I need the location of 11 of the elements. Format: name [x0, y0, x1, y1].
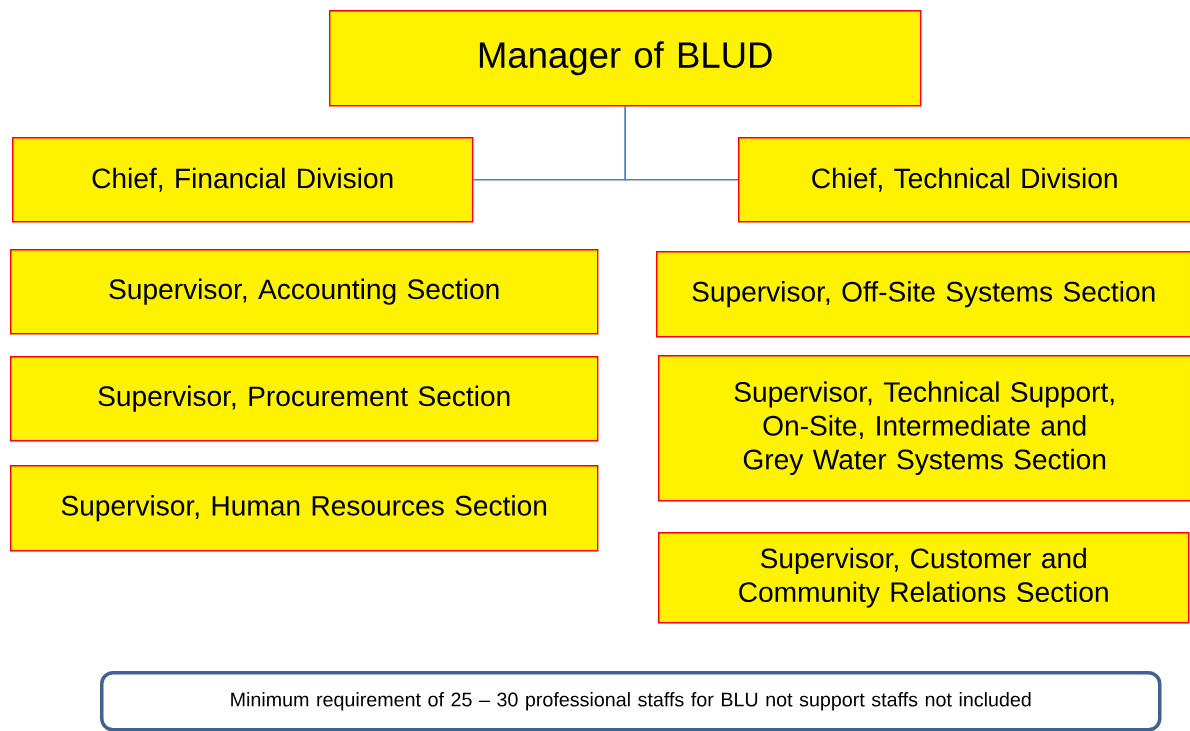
org-chart-box: Supervisor, Procurement Section	[10, 356, 599, 442]
org-chart-box: Supervisor, Accounting Section	[10, 249, 599, 335]
note-box: Minimum requirement of 25 – 30 professional staffs for BLU not support staffs not included	[100, 671, 1162, 731]
org-chart-box: Chief, Financial Division	[12, 137, 474, 223]
org-chart-box: Supervisor, Technical Support, On-Site, Intermediate and Grey Water Systems Section	[658, 355, 1190, 502]
org-chart-box: Supervisor, Off-Site Systems Section	[656, 251, 1190, 338]
connector-line	[624, 105, 739, 181]
org-chart-box: Chief, Technical Division	[738, 137, 1190, 223]
org-chart-box: Manager of BLUD	[329, 10, 922, 107]
org-chart-box: Supervisor, Customer and Community Relations Section	[658, 532, 1190, 624]
org-chart-box: Supervisor, Human Resources Section	[10, 465, 599, 552]
